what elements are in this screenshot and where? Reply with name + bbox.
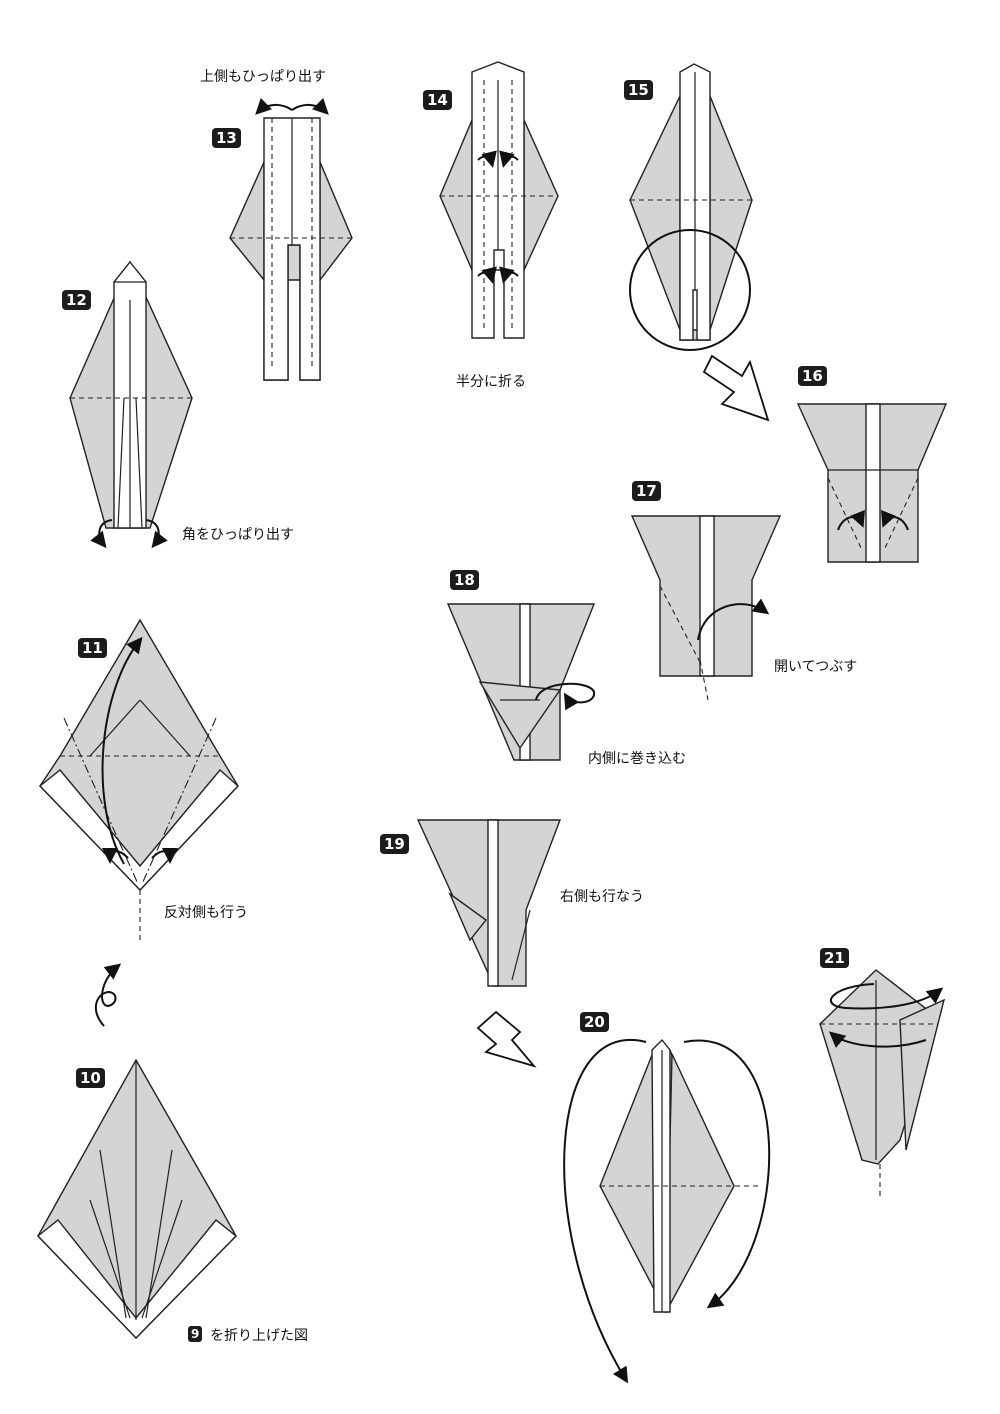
instruction-opposite-side: 反対側も行う bbox=[164, 905, 248, 921]
step-number-15: 15 bbox=[624, 80, 653, 100]
step-number-21: 21 bbox=[820, 948, 849, 968]
step-21-figure bbox=[819, 969, 946, 1198]
hollow-arrow-icon bbox=[702, 354, 770, 422]
instruction-pull-corner: 角をひっぱり出す bbox=[182, 527, 294, 543]
caption-fold-up-view: を折り上げた図 bbox=[210, 1328, 308, 1344]
step-14-figure bbox=[439, 61, 559, 339]
instruction-open-squash: 開いてつぶす bbox=[774, 659, 858, 675]
step-17-figure bbox=[630, 515, 782, 701]
step-15-figure bbox=[629, 63, 753, 351]
step-number-14: 14 bbox=[423, 90, 452, 110]
step-16-figure bbox=[796, 403, 948, 563]
magnifier-circle-icon bbox=[629, 229, 751, 351]
instruction-right-side: 右側も行なう bbox=[560, 889, 644, 905]
step-number-16: 16 bbox=[798, 366, 827, 386]
hollow-arrow-icon bbox=[476, 1010, 537, 1068]
instruction-fold-half: 半分に折る bbox=[456, 374, 526, 390]
step-number-20: 20 bbox=[580, 1012, 609, 1032]
step-number-9: 9 bbox=[188, 1326, 203, 1342]
step-number-19: 19 bbox=[380, 834, 409, 854]
step-20-figure bbox=[563, 1038, 771, 1384]
step-number-17: 17 bbox=[632, 481, 661, 501]
step-number-11: 11 bbox=[78, 638, 107, 658]
step-number-10: 10 bbox=[76, 1068, 105, 1088]
step-11-figure bbox=[38, 618, 240, 940]
instruction-roll-inside: 内側に巻き込む bbox=[588, 751, 686, 767]
step-number-13: 13 bbox=[212, 128, 241, 148]
step-13-figure bbox=[229, 97, 353, 381]
step-19-figure bbox=[416, 819, 562, 987]
step-10-figure bbox=[36, 1058, 238, 1340]
turn-over-icon bbox=[94, 963, 122, 1027]
instruction-pull-top: 上側もひっぱり出す bbox=[200, 69, 326, 85]
step-number-12: 12 bbox=[62, 290, 91, 310]
step-number-18: 18 bbox=[450, 570, 479, 590]
step-12-figure bbox=[69, 260, 193, 549]
step-18-figure bbox=[446, 603, 596, 761]
